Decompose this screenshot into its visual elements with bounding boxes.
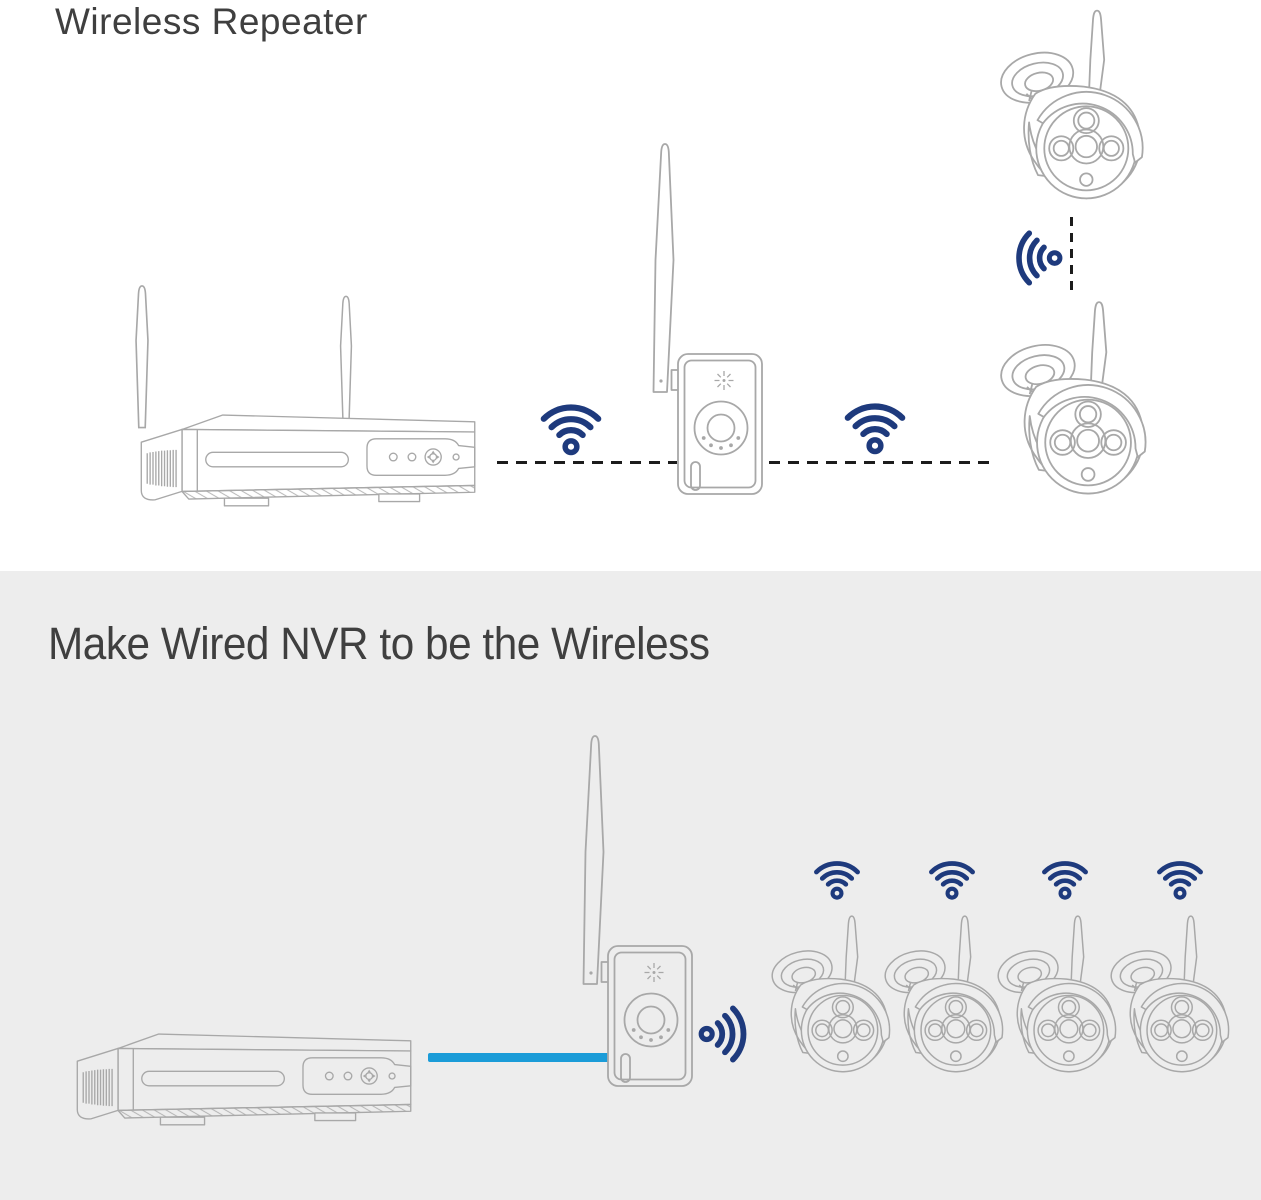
network-cable (428, 1053, 610, 1062)
camera-icon (768, 903, 894, 1099)
repeater-icon (648, 140, 764, 496)
nvr-icon (110, 404, 495, 516)
section-wired-nvr-to-wireless: Make Wired NVR to be the Wireless (0, 571, 1261, 1200)
wifi-icon (1152, 851, 1208, 901)
dashed-link-nvr-to-repeater (497, 461, 677, 464)
repeater-icon (578, 732, 694, 1088)
wifi-icon (924, 851, 980, 901)
section-wireless-repeater: Wireless Repeater (0, 0, 1261, 571)
wifi-broadcast-icon (697, 998, 759, 1070)
wifi-icon (809, 851, 865, 901)
dashed-link-repeater-to-camera (769, 461, 991, 464)
camera-icon (881, 903, 1007, 1099)
camera-icon (994, 903, 1120, 1099)
nvr-icon (46, 1023, 431, 1135)
section-title-wireless-repeater: Wireless Repeater (55, 1, 368, 42)
camera-icon (1107, 903, 1233, 1099)
wifi-icon (1037, 851, 1093, 901)
wifi-icon (839, 390, 911, 456)
dashed-link-camera-to-camera (1070, 217, 1073, 291)
camera-icon (996, 4, 1148, 222)
camera-icon (996, 296, 1151, 517)
wifi-icon (1004, 225, 1064, 291)
section-title-wired-nvr: Make Wired NVR to be the Wireless (48, 618, 710, 669)
wifi-icon (535, 391, 607, 457)
